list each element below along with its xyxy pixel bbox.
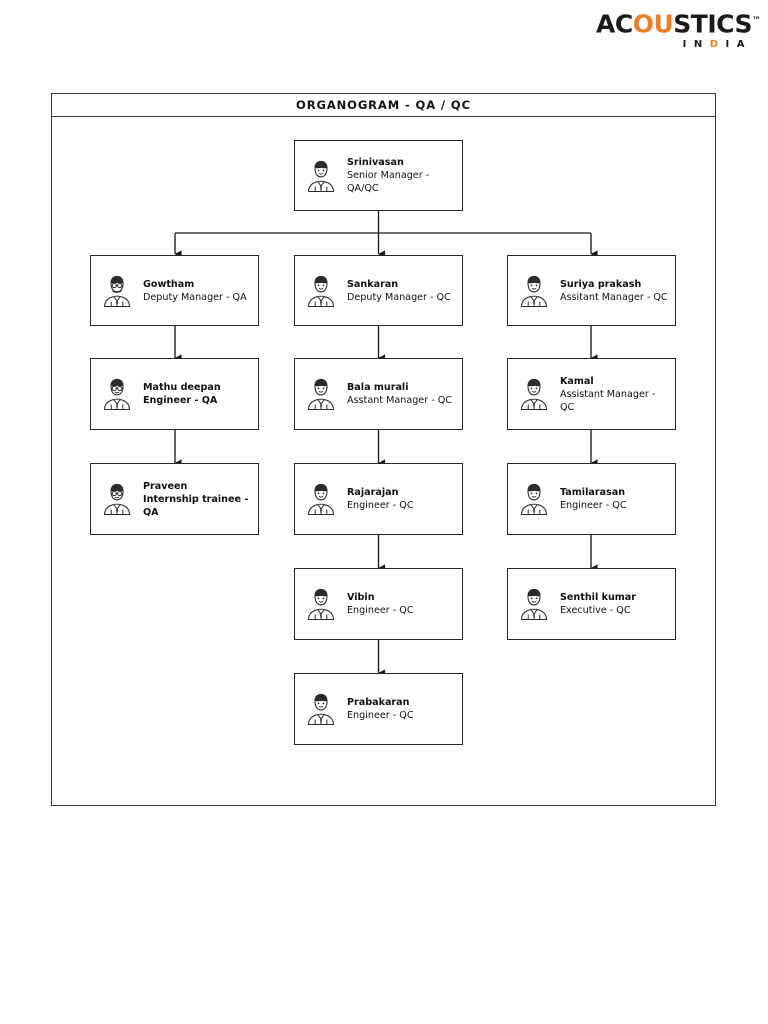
org-node-text: Suriya prakash Assitant Manager - QC	[560, 278, 675, 304]
org-node-srinivasan[interactable]: Srinivasan Senior Manager - QA/QC	[294, 140, 463, 211]
org-node-praveen[interactable]: Praveen Internship trainee - QA	[90, 463, 259, 535]
person-avatar-icon	[517, 481, 551, 517]
org-node-mathu-deepan[interactable]: Mathu deepan Engineer - QA	[90, 358, 259, 430]
person-role: Deputy Manager - QC	[347, 291, 451, 303]
person-name: Gowtham	[143, 278, 195, 290]
org-node-text: Gowtham Deputy Manager - QA	[143, 278, 258, 304]
person-avatar-icon	[304, 691, 338, 727]
trademark-symbol: ™	[751, 16, 761, 26]
person-role: Assitant Manager - QC	[560, 291, 668, 303]
org-node-text: Senthil kumar Executive - QC	[560, 591, 675, 617]
logo-letter-u: U	[653, 9, 674, 39]
person-name: Srinivasan	[347, 157, 404, 168]
person-name: Vibin	[347, 592, 375, 603]
person-avatar-glasses-icon	[100, 481, 134, 517]
org-node-suriya-prakash[interactable]: Suriya prakash Assitant Manager - QC	[507, 255, 676, 326]
org-node-text: Sankaran Deputy Manager - QC	[347, 278, 462, 304]
person-name: Suriya prakash	[560, 278, 642, 290]
person-avatar-icon	[304, 273, 338, 309]
person-role: Executive - QC	[560, 605, 631, 616]
org-node-text: Prabakaran Engineer - QC	[347, 696, 462, 722]
person-name: Praveen	[143, 480, 188, 492]
person-avatar-icon	[304, 158, 338, 194]
logo-letter-o: O	[632, 9, 654, 39]
person-name: Tamilarasan	[560, 487, 626, 498]
person-avatar-glasses-beard-icon	[100, 273, 134, 309]
org-node-gowtham[interactable]: Gowtham Deputy Manager - QA	[90, 255, 259, 326]
person-role: Asstant Manager - QC	[347, 395, 452, 406]
logo-sub-i1: I	[682, 39, 694, 51]
org-node-text: Bala murali Asstant Manager - QC	[347, 381, 462, 407]
person-avatar-icon	[304, 376, 338, 412]
org-node-text: Praveen Internship trainee - QA	[143, 480, 258, 519]
person-avatar-icon	[304, 586, 338, 622]
organogram-frame: ORGANOGRAM - QA / QC	[51, 93, 716, 806]
person-name: Bala murali	[347, 382, 409, 393]
person-role: Engineer - QC	[560, 500, 627, 511]
person-role: Senior Manager - QA/QC	[347, 170, 430, 194]
logo-sub-n: N	[693, 39, 710, 51]
org-node-bala-murali[interactable]: Bala murali Asstant Manager - QC	[294, 358, 463, 430]
org-node-tamilarasan[interactable]: Tamilarasan Engineer - QC	[507, 463, 676, 535]
person-avatar-glasses-icon	[100, 376, 134, 412]
org-node-senthil-kumar[interactable]: Senthil kumar Executive - QC	[507, 568, 676, 640]
org-node-text: Rajarajan Engineer - QC	[347, 486, 462, 512]
person-avatar-icon	[517, 586, 551, 622]
org-node-text: Tamilarasan Engineer - QC	[560, 486, 675, 512]
org-node-kamal[interactable]: Kamal Assistant Manager - QC	[507, 358, 676, 430]
person-name: Rajarajan	[347, 487, 399, 498]
org-node-text: Mathu deepan Engineer - QA	[143, 381, 258, 407]
page-title: ORGANOGRAM - QA / QC	[296, 98, 471, 112]
person-avatar-icon	[517, 273, 551, 309]
person-role: Deputy Manager - QA	[143, 291, 247, 303]
person-role: Assistant Manager - QC	[560, 388, 656, 413]
org-node-rajarajan[interactable]: Rajarajan Engineer - QC	[294, 463, 463, 535]
person-name: Sankaran	[347, 278, 399, 290]
person-role: Internship trainee - QA	[143, 493, 249, 518]
org-node-vibin[interactable]: Vibin Engineer - QC	[294, 568, 463, 640]
logo-sub-a: A	[736, 39, 752, 51]
org-node-sankaran[interactable]: Sankaran Deputy Manager - QC	[294, 255, 463, 326]
logo-sub-i2: I	[725, 39, 737, 51]
org-node-prabakaran[interactable]: Prabakaran Engineer - QC	[294, 673, 463, 745]
person-role: Engineer - QC	[347, 710, 414, 721]
org-node-text: Kamal Assistant Manager - QC	[560, 375, 675, 414]
chart-title-bar: ORGANOGRAM - QA / QC	[52, 94, 715, 117]
logo-letters-stics: STICS	[673, 9, 752, 39]
logo-subtext-india: INDIA	[596, 38, 752, 51]
person-name: Senthil kumar	[560, 592, 636, 603]
person-name: Prabakaran	[347, 697, 410, 708]
person-role: Engineer - QA	[143, 395, 218, 406]
logo-letters-ac: AC	[596, 9, 633, 39]
person-name: Mathu deepan	[143, 382, 221, 393]
org-node-text: Vibin Engineer - QC	[347, 591, 462, 617]
acoustics-india-logo: ACOUSTICS™ INDIA	[596, 8, 761, 52]
person-avatar-icon	[517, 376, 551, 412]
logo-wordmark: ACOUSTICS™	[596, 8, 761, 39]
org-node-text: Srinivasan Senior Manager - QA/QC	[347, 156, 462, 195]
person-name: Kamal	[560, 375, 594, 387]
logo-sub-d: D	[709, 39, 726, 51]
person-avatar-icon	[304, 481, 338, 517]
person-role: Engineer - QC	[347, 500, 414, 511]
person-role: Engineer - QC	[347, 605, 414, 616]
